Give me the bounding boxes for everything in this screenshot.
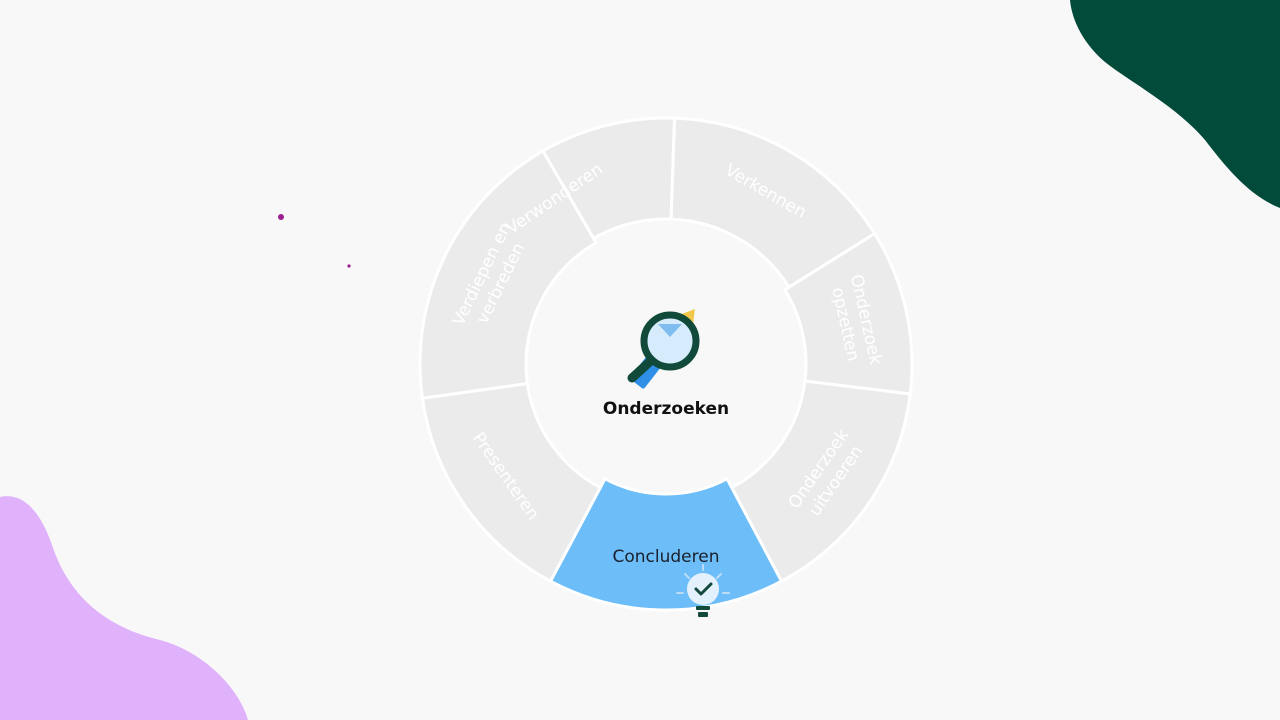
- segment-verdiepen-en-verbreden[interactable]: [418, 148, 599, 400]
- segment-label-concluderen: Concluderen: [613, 547, 720, 567]
- segment-concluderen[interactable]: [548, 476, 784, 612]
- segment-label-line: Concluderen: [613, 547, 720, 567]
- lilac-blob-decoration: [0, 496, 248, 720]
- dark-green-blob-decoration: [1070, 0, 1280, 208]
- purple-dot-decoration: [347, 264, 351, 268]
- cycle-segments: [418, 116, 914, 612]
- lightbulb-check-icon: [676, 564, 730, 617]
- purple-dot-decoration: [278, 214, 284, 220]
- segment-onderzoek-uitvoeren[interactable]: [729, 379, 912, 584]
- magnifier-pencil-icon: [627, 308, 700, 389]
- center-title: Onderzoeken: [603, 399, 729, 419]
